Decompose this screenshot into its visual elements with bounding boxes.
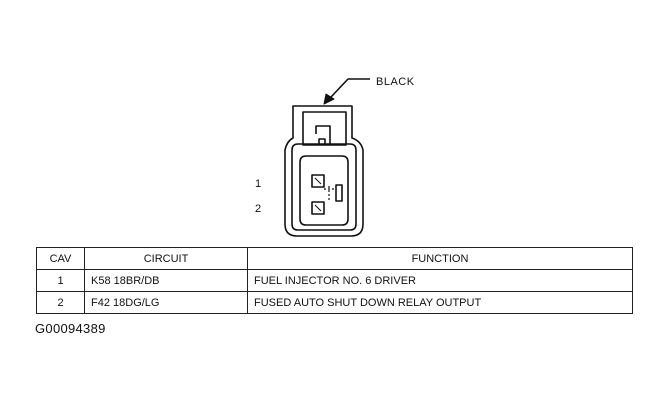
header-circuit: CIRCUIT bbox=[84, 247, 248, 270]
circuit-cell: K58 18BR/DB bbox=[84, 269, 248, 292]
color-callout-arrow bbox=[323, 78, 370, 105]
connector-drawing bbox=[284, 78, 370, 237]
cav-cell: 2 bbox=[36, 291, 85, 314]
figure-id: G00094389 bbox=[35, 321, 106, 336]
table-row: 1 K58 18BR/DB FUEL INJECTOR NO. 6 DRIVER bbox=[36, 269, 633, 292]
connector-body bbox=[284, 105, 364, 237]
pin-1-label: 1 bbox=[255, 178, 262, 190]
header-cav: CAV bbox=[36, 247, 85, 270]
pinout-table: CAV CIRCUIT FUNCTION 1 K58 18BR/DB FUEL … bbox=[36, 247, 633, 314]
pin-2-label: 2 bbox=[255, 203, 262, 215]
cav-cell: 1 bbox=[36, 269, 85, 292]
header-function: FUNCTION bbox=[247, 247, 633, 270]
circuit-cell: F42 18DG/LG bbox=[84, 291, 248, 314]
wire-color-label: BLACK bbox=[376, 76, 415, 88]
table-header-row: CAV CIRCUIT FUNCTION bbox=[36, 247, 633, 270]
function-cell: FUSED AUTO SHUT DOWN RELAY OUTPUT bbox=[247, 291, 633, 314]
function-cell: FUEL INJECTOR NO. 6 DRIVER bbox=[247, 269, 633, 292]
table-row: 2 F42 18DG/LG FUSED AUTO SHUT DOWN RELAY… bbox=[36, 291, 633, 314]
